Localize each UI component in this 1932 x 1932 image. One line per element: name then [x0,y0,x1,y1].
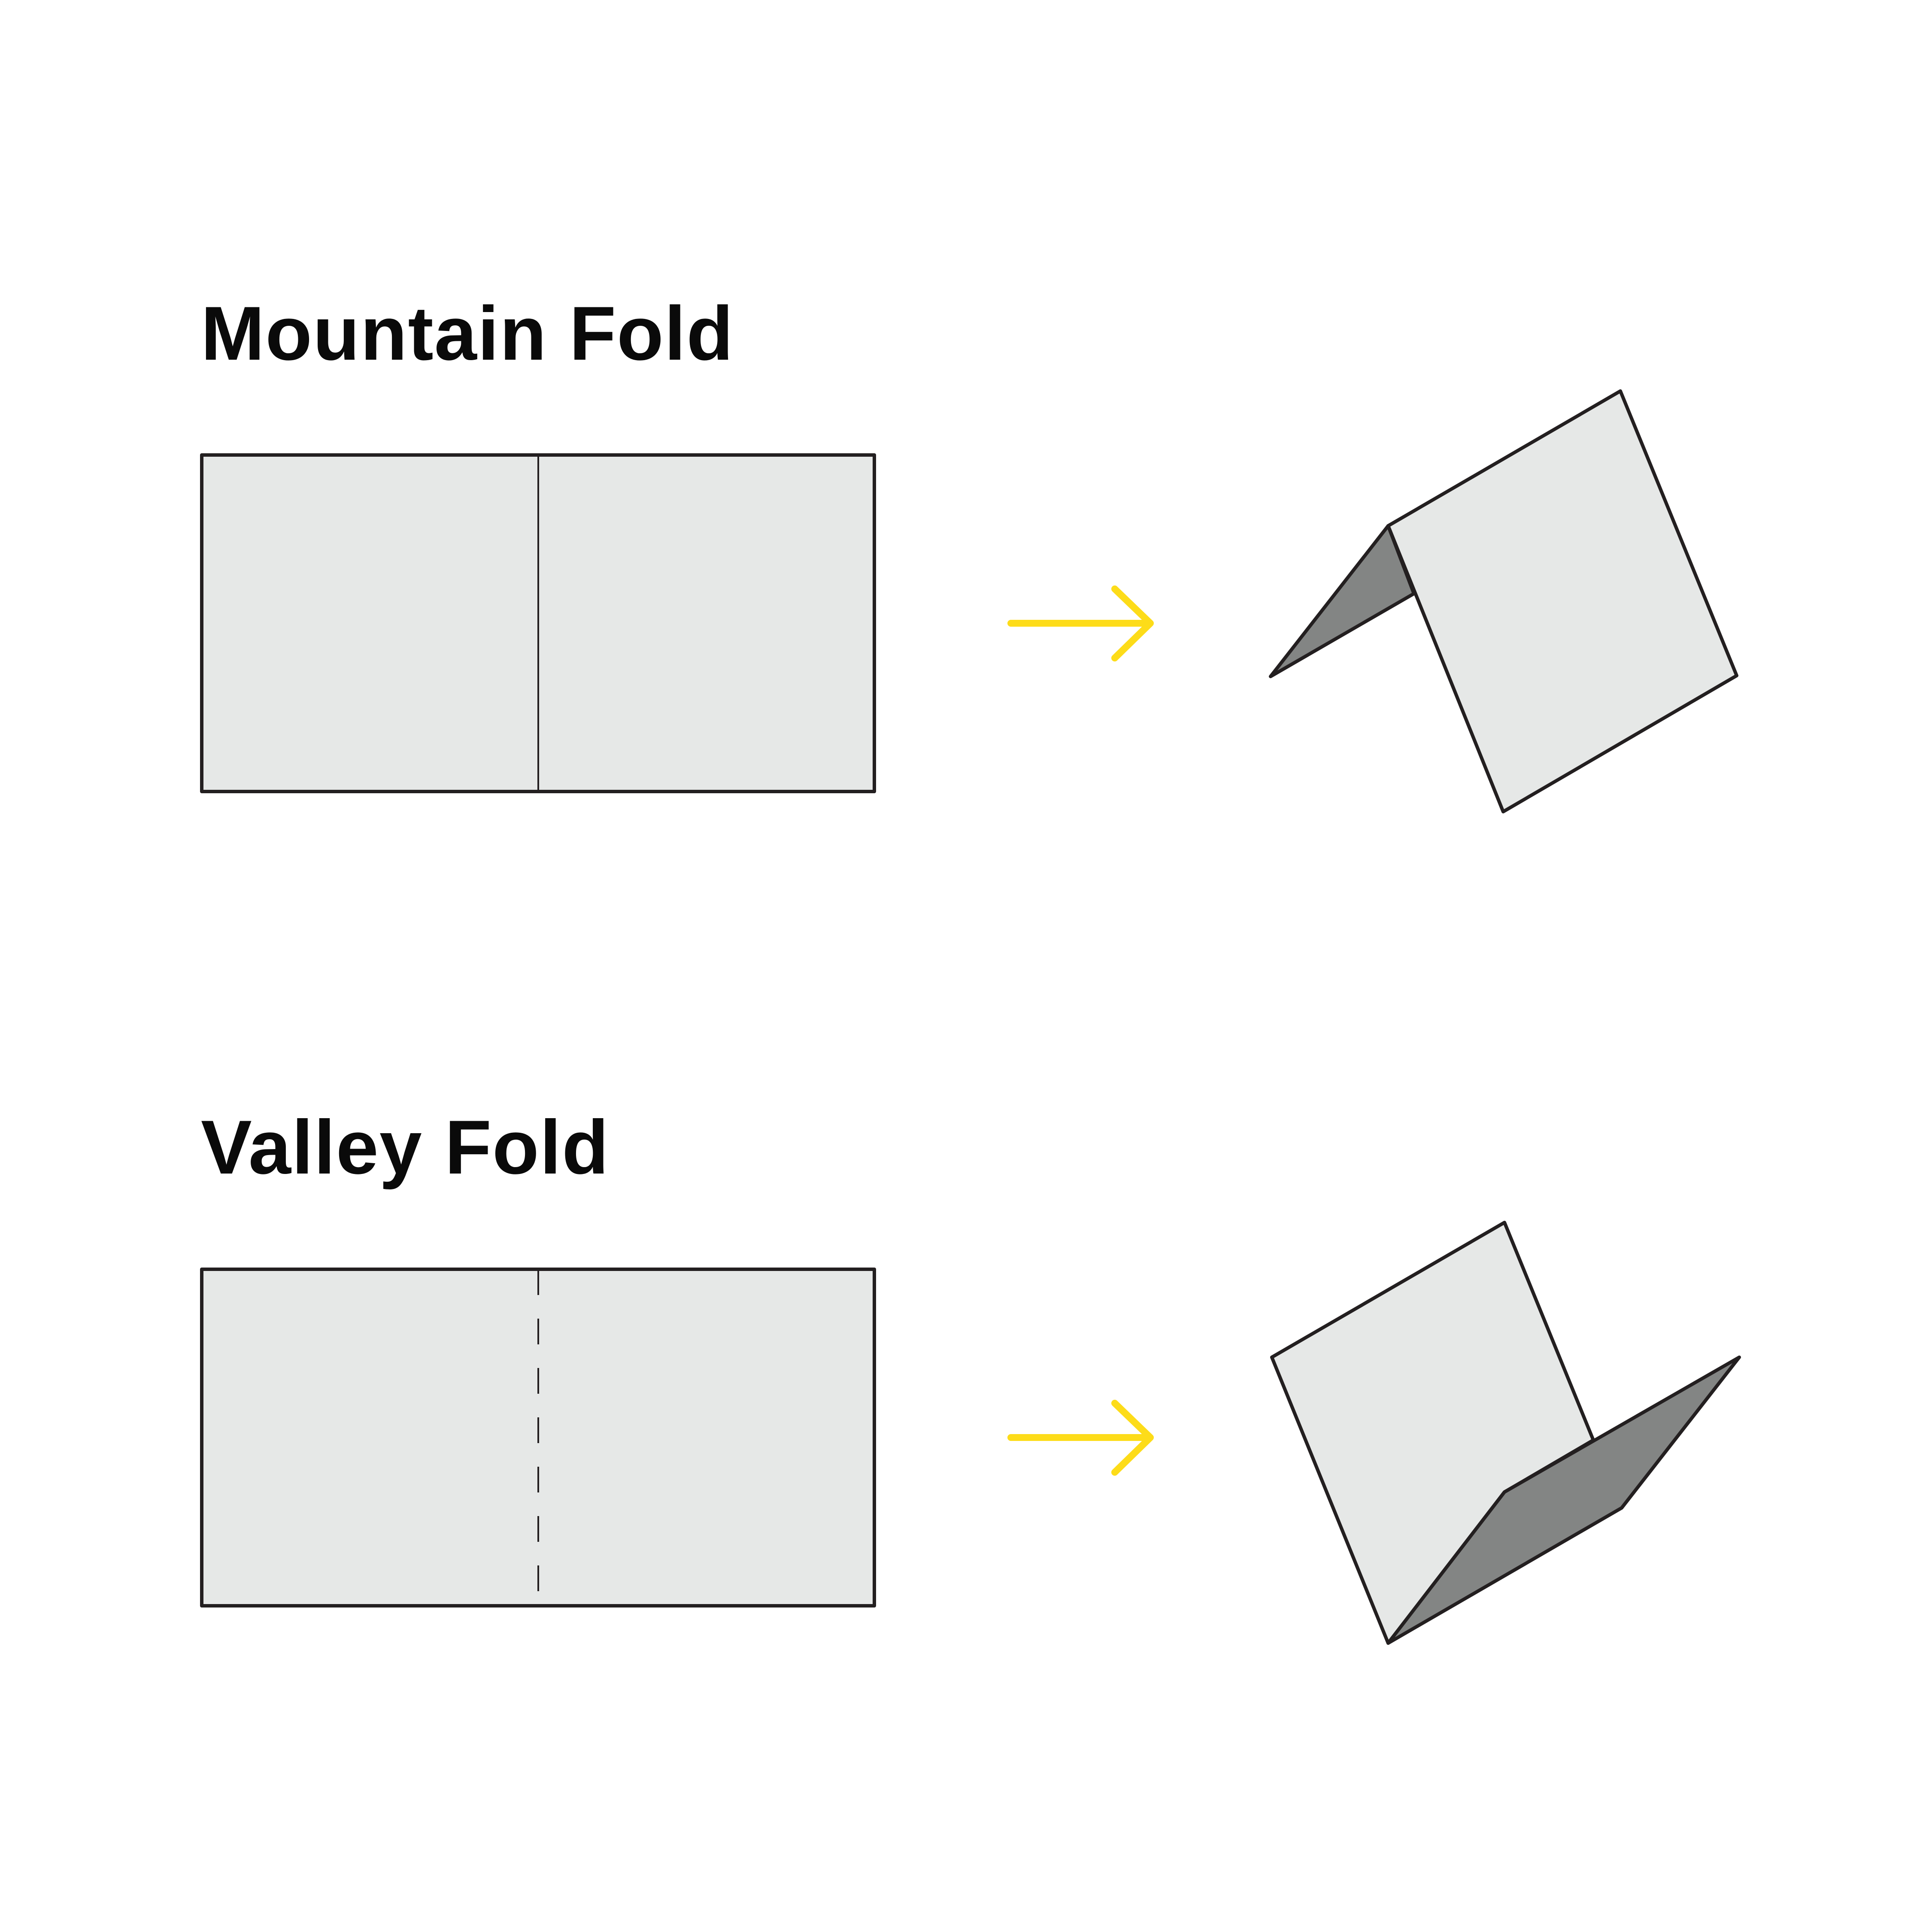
valley-back-face [1270,1221,1595,1645]
valley-fold-title: Valley Fold [201,1104,610,1190]
mountain-front-face [1386,389,1738,813]
valley-folded-paper [1270,1221,1741,1645]
mountain-fold-section: Mountain Fold [200,291,1738,813]
valley-fold-section: Valley Fold [200,1104,1741,1645]
valley-front-flap [1386,1356,1741,1645]
arrow-right-icon [1007,1400,1154,1476]
mountain-folded-paper [1269,389,1738,813]
mountain-back-flap [1269,524,1416,678]
mountain-fold-title: Mountain Fold [201,291,734,376]
arrow-right-icon [1007,585,1154,661]
